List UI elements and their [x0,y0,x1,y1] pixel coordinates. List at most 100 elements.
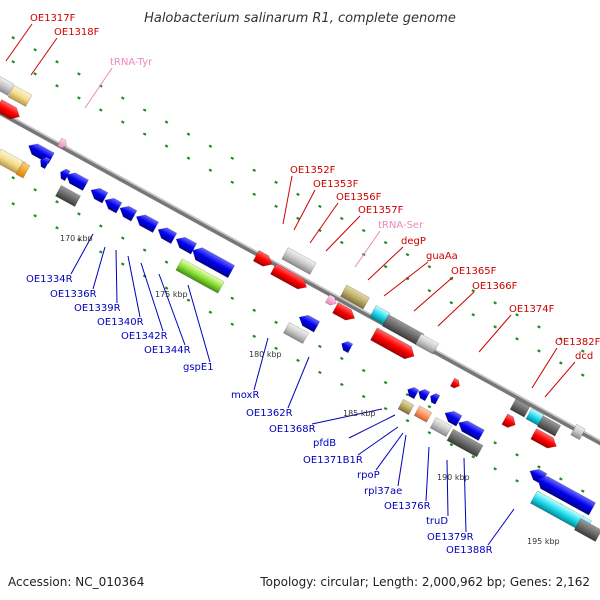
gene-gspe1[interactable] [175,258,225,294]
gene-oe1340r[interactable] [102,195,123,214]
gene-label-oe1344r[interactable]: OE1344R [144,345,191,356]
leader-line [354,230,381,268]
gene-label-oe1339r[interactable]: OE1339R [74,303,121,314]
leader-line [487,508,515,546]
gene-grey-r2[interactable] [283,322,309,344]
leader-line [140,262,164,332]
gene-oe1318f[interactable] [7,85,33,107]
gene-label-moxr[interactable]: moxR [231,390,259,401]
gene-blue-m[interactable] [155,224,178,245]
gene-blue-sm2[interactable] [58,167,71,182]
leader-line [446,459,449,517]
gene-oe1357f[interactable] [332,302,357,323]
leader-line [478,314,512,353]
gene-label-gspe1[interactable]: gspE1 [183,362,214,373]
gene-label-oe1379r[interactable]: OE1379R [427,532,474,543]
gene-degp[interactable] [340,284,370,310]
gene-trna-tyr[interactable] [56,137,68,150]
leader-line [5,23,33,62]
gene-rpop[interactable] [397,398,415,416]
gene-oe1366f[interactable] [414,333,440,355]
gene-label-oe1342r[interactable]: OE1342R [121,331,168,342]
gene-label-rpop[interactable]: rpoP [357,470,380,481]
gene-label-trud[interactable]: truD [426,516,448,527]
gene-oe1371b1r[interactable] [428,392,441,405]
gene-label-oe1382f[interactable]: OE1382F [555,337,600,348]
gene-label-oe1317f[interactable]: OE1317F [30,13,76,24]
gene-oe1334r[interactable] [26,140,55,164]
gene-oe1376r[interactable] [442,408,463,427]
leader-line [383,261,429,297]
leader-line [375,432,404,471]
gene-label-oe1388r[interactable]: OE1388R [446,545,493,556]
gene-oe1352f[interactable] [281,247,317,275]
leader-line [367,246,404,281]
gene-label-dcd[interactable]: dcd [575,351,593,362]
gene-label-oe1376r[interactable]: OE1376R [384,501,431,512]
gene-label-oe1352f[interactable]: OE1352F [290,165,336,176]
tick-label-195: 195 kbp [527,537,560,546]
gene-label-pfdb[interactable]: pfdB [313,438,336,449]
gene-trna-ser[interactable] [325,294,338,308]
gene-oe1339r[interactable] [88,185,109,204]
gene-label-oe1374f[interactable]: OE1374F [509,304,555,315]
gene-oe1374f[interactable] [370,327,417,362]
gene-blue-n[interactable] [173,234,198,255]
gene-trud[interactable] [429,416,453,438]
gene-oe1353f[interactable] [252,249,275,269]
gene-label-oe1365f[interactable]: OE1365F [451,266,497,277]
gene-blue-small[interactable] [38,155,51,170]
gene-label-oe1366f[interactable]: OE1366F [472,281,518,292]
leader-line [30,37,58,76]
tick-label-180: 180 kbp [249,350,282,359]
gene-label-trna-tyr[interactable]: tRNA-Tyr [110,57,153,68]
leader-line [115,249,118,304]
gene-oe1368r[interactable] [405,385,420,400]
leader-line [92,246,106,290]
gene-grey-r4[interactable] [573,518,600,542]
gene-oe1336r[interactable] [63,169,89,191]
gene-dcd[interactable] [536,415,562,437]
accession-text: Accession: NC_010364 [8,575,144,589]
leader-line [437,291,475,327]
gene-rpl37ae[interactable] [413,405,433,423]
gene-oe1379r[interactable] [456,417,485,441]
gene-oe1388r[interactable] [534,473,596,516]
gene-small-red[interactable] [449,377,461,390]
gene-oe1344r[interactable] [133,211,159,233]
tick-label-185: 185 kbp [343,409,376,418]
gene-blue-long[interactable] [189,244,236,279]
gene-label-oe1334r[interactable]: OE1334R [26,274,73,285]
gene-label-guaaa[interactable]: guaAa [426,251,458,262]
gene-label-rpl37ae[interactable]: rpl37ae [364,486,402,497]
gene-red-b[interactable] [501,413,518,430]
leader-line [293,189,316,231]
gene-label-trna-ser[interactable]: tRNA-Ser [378,220,424,231]
gene-grey-r1[interactable] [55,185,81,207]
leader-line [309,202,339,244]
gene-red-c[interactable] [530,428,560,451]
gene-pfdb[interactable] [416,387,431,402]
gene-orange-r[interactable] [15,161,31,179]
gene-label-oe1356f[interactable]: OE1356F [336,192,382,203]
gene-label-degp[interactable]: degP [401,236,426,247]
tick-label-170: 170 kbp [60,234,93,243]
gene-label-oe1318f[interactable]: OE1318F [54,27,100,38]
gene-oe1356f[interactable] [270,263,309,293]
gene-oe1317f[interactable] [0,76,15,96]
gene-grey-b[interactable] [570,423,586,441]
gene-label-oe1336r[interactable]: OE1336R [50,289,97,300]
gene-red-1[interactable] [0,99,23,123]
gene-label-oe1371b1r[interactable]: OE1371B1R [303,455,363,466]
gene-label-oe1353f[interactable]: OE1353F [313,179,359,190]
gene-oe1362r[interactable] [339,339,354,354]
leader-line [282,175,293,225]
gene-moxr[interactable] [296,312,321,333]
gene-label-oe1362r[interactable]: OE1362R [246,408,293,419]
gene-label-oe1340r[interactable]: OE1340R [97,317,144,328]
gene-grey-r3[interactable] [446,428,484,458]
gene-label-oe1357f[interactable]: OE1357F [358,205,404,216]
gene-oe1342r[interactable] [117,203,138,222]
gene-grey-a[interactable] [509,398,531,418]
gene-label-oe1368r[interactable]: OE1368R [269,424,316,435]
